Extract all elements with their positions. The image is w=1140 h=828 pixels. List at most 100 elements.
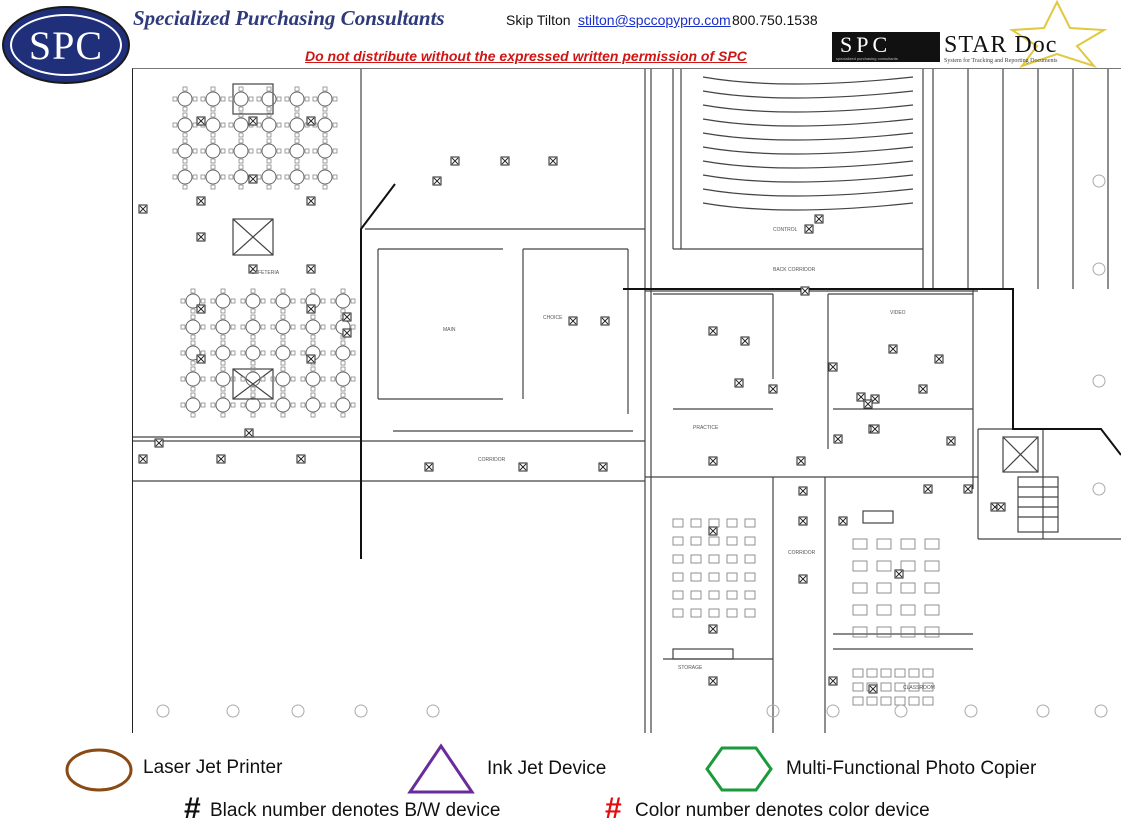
star-doc-logo: SPC specialized purchasing consultants S… bbox=[832, 0, 1140, 68]
device-x bbox=[343, 313, 351, 321]
table-marker bbox=[305, 397, 321, 413]
chair-marker bbox=[230, 376, 236, 382]
device-x bbox=[451, 157, 459, 165]
chair-marker bbox=[220, 412, 226, 418]
chair-marker bbox=[250, 386, 256, 392]
device-x bbox=[139, 205, 147, 213]
desk-marker bbox=[894, 696, 906, 706]
device-markers bbox=[138, 116, 1006, 694]
chair-marker bbox=[228, 96, 234, 102]
chair-marker bbox=[250, 412, 256, 418]
device-marker bbox=[798, 486, 808, 496]
device-marker bbox=[856, 392, 866, 402]
chair-marker bbox=[270, 376, 276, 382]
desk-marker bbox=[922, 668, 934, 678]
chair-marker bbox=[200, 376, 206, 382]
desk-marker bbox=[876, 560, 892, 572]
chair-marker bbox=[300, 402, 306, 408]
chair-marker bbox=[332, 174, 338, 180]
desk-marker bbox=[726, 518, 738, 528]
chair-marker bbox=[330, 402, 336, 408]
desk-marker bbox=[900, 560, 916, 572]
star-icon bbox=[1008, 0, 1108, 68]
chair-marker bbox=[340, 366, 346, 372]
device-x bbox=[947, 437, 955, 445]
device-marker bbox=[306, 354, 316, 364]
chair-marker bbox=[238, 86, 244, 92]
chair-marker bbox=[266, 158, 272, 164]
chair-marker bbox=[284, 148, 290, 154]
desk-marker bbox=[894, 682, 906, 692]
device-marker bbox=[708, 676, 718, 686]
device-marker bbox=[833, 434, 843, 444]
table-marker bbox=[245, 397, 261, 413]
chair-marker bbox=[260, 298, 266, 304]
room-label: CORRIDOR bbox=[788, 550, 816, 556]
grid-bubble bbox=[354, 704, 368, 718]
desk-marker bbox=[876, 604, 892, 616]
desk-marker bbox=[852, 626, 868, 638]
device-marker bbox=[196, 116, 206, 126]
chair-marker bbox=[180, 350, 186, 356]
device-x bbox=[805, 225, 813, 233]
device-x bbox=[871, 425, 879, 433]
chair-marker bbox=[210, 112, 216, 118]
chair-marker bbox=[284, 96, 290, 102]
chair-marker bbox=[230, 324, 236, 330]
chair-marker bbox=[300, 350, 306, 356]
table-marker bbox=[185, 293, 201, 309]
chair-marker bbox=[190, 340, 196, 346]
chair-marker bbox=[190, 308, 196, 314]
room-label: VIDEO bbox=[890, 310, 906, 316]
chair-marker bbox=[250, 308, 256, 314]
device-marker bbox=[863, 399, 873, 409]
table-marker bbox=[177, 143, 193, 159]
chair-marker bbox=[300, 376, 306, 382]
room-label: MAIN bbox=[443, 327, 456, 333]
spc-logo: SPC bbox=[2, 6, 130, 84]
chair-marker bbox=[190, 360, 196, 366]
table-marker bbox=[305, 319, 321, 335]
device-marker bbox=[548, 156, 558, 166]
device-x bbox=[869, 685, 877, 693]
contact-email-link[interactable]: stilton@spccopypro.com bbox=[578, 12, 731, 28]
table-marker bbox=[233, 169, 249, 185]
device-marker bbox=[996, 502, 1006, 512]
table-marker bbox=[317, 117, 333, 133]
device-x bbox=[709, 327, 717, 335]
chair-marker bbox=[250, 360, 256, 366]
chair-marker bbox=[210, 350, 216, 356]
device-marker bbox=[244, 428, 254, 438]
desk-marker bbox=[690, 554, 702, 564]
table-marker bbox=[289, 143, 305, 159]
grid-bubble bbox=[1092, 262, 1106, 276]
star-doc-title: STAR Doc bbox=[944, 32, 1058, 58]
table-marker bbox=[317, 91, 333, 107]
desk-marker bbox=[852, 560, 868, 572]
chair-marker bbox=[290, 350, 296, 356]
desk-marker bbox=[908, 668, 920, 678]
chair-marker bbox=[210, 376, 216, 382]
chair-marker bbox=[280, 340, 286, 346]
device-marker bbox=[798, 574, 808, 584]
chair-marker bbox=[256, 148, 262, 154]
device-x bbox=[519, 463, 527, 471]
chair-marker bbox=[190, 366, 196, 372]
desk-marker bbox=[744, 554, 756, 564]
chair-marker bbox=[240, 298, 246, 304]
room-label: CONTROL bbox=[773, 227, 798, 233]
table-marker bbox=[215, 319, 231, 335]
chair-marker bbox=[350, 324, 356, 330]
room-label: PRACTICE bbox=[693, 425, 719, 431]
chair-marker bbox=[256, 96, 262, 102]
chair-marker bbox=[340, 392, 346, 398]
chair-marker bbox=[260, 324, 266, 330]
table-marker bbox=[177, 169, 193, 185]
desk-marker bbox=[672, 536, 684, 546]
chair-marker bbox=[182, 184, 188, 190]
chair-marker bbox=[248, 96, 254, 102]
chair-marker bbox=[350, 376, 356, 382]
device-marker bbox=[568, 316, 578, 326]
device-marker bbox=[934, 354, 944, 364]
desk-marker bbox=[900, 604, 916, 616]
